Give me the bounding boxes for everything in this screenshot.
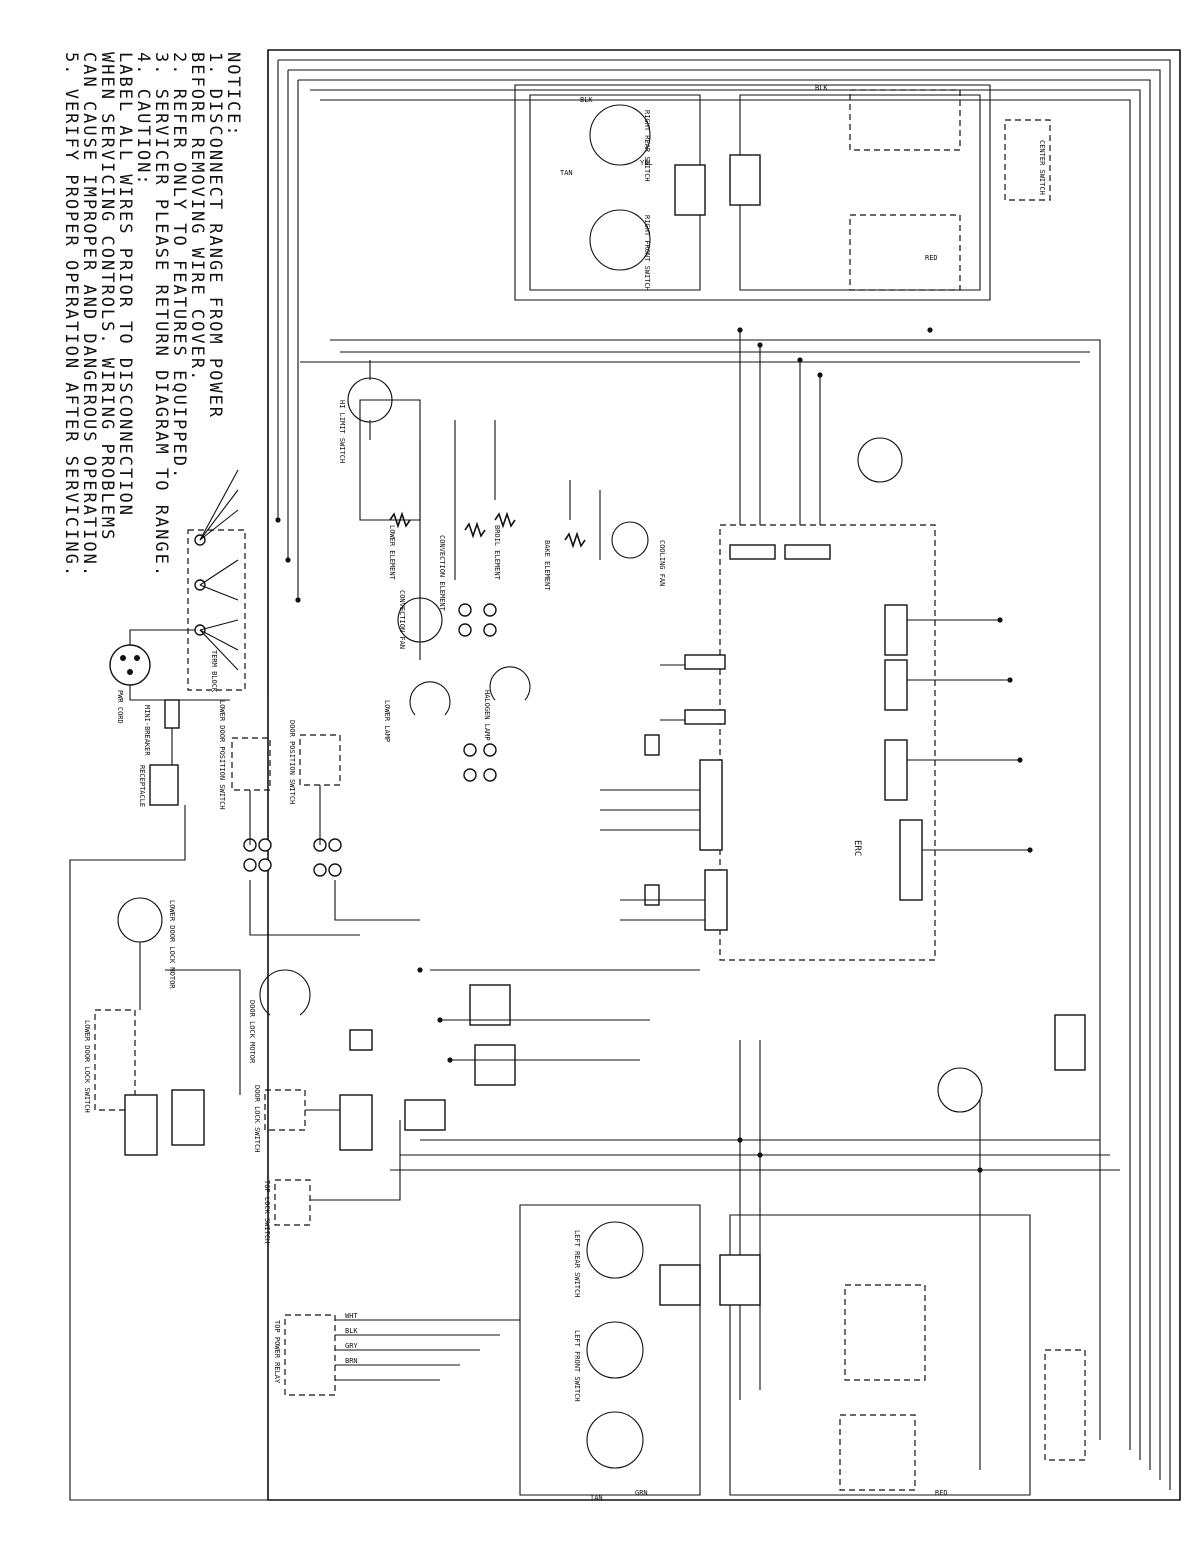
lh-rear-label: LEFT REAR SWITCH bbox=[573, 1230, 581, 1297]
lower-lamp-label: LOWER LAMP bbox=[383, 700, 391, 742]
junction-dot bbox=[275, 517, 281, 523]
top-power-relay-label: TOP POWER RELAY bbox=[273, 1320, 281, 1384]
switch-dial bbox=[589, 104, 651, 166]
junction-dot bbox=[295, 597, 301, 603]
wire-label: RED bbox=[925, 254, 938, 262]
surface-switch-module-bottom: LEFT REAR SWITCH LEFT FRONT SWITCH TAN G… bbox=[273, 1204, 1086, 1502]
lower-door-position-switch bbox=[231, 737, 271, 791]
notice-line: CAN CAUSE IMPROPER AND DANGEROUS OPERATI… bbox=[79, 52, 99, 578]
harness-connectors bbox=[390, 969, 1120, 1470]
junction-nodes bbox=[275, 327, 1033, 1173]
wire-label: TAN bbox=[590, 1494, 603, 1502]
notice-block: NOTICE: 1. DISCONNECT RANGE FROM POWER B… bbox=[61, 52, 243, 578]
center-switch-label: CENTER SWITCH bbox=[1038, 140, 1046, 195]
halogen-lamp-label: HALOGEN LAMP bbox=[483, 690, 491, 741]
junction-dot bbox=[997, 617, 1003, 623]
lower-door-lock-motor bbox=[117, 897, 163, 943]
surface-switch-module-top: RIGHT REAR SWITCH RIGHT FRONT SWITCH CEN… bbox=[514, 84, 1051, 301]
junction-dot bbox=[757, 342, 763, 348]
top-lock-switch bbox=[274, 1179, 311, 1226]
receptacle bbox=[149, 764, 179, 806]
convection-fan-label: CONVECTION FAN bbox=[398, 590, 406, 649]
lower-lock-switch-label: LOWER DOOR LOCK SWITCH bbox=[83, 1020, 91, 1113]
convection-element-label: CONVECTION ELEMENT bbox=[438, 535, 446, 612]
notice-title: NOTICE: bbox=[223, 52, 243, 138]
door-locks: LOWER DOOR LOCK MOTOR LOWER DOOR LOCK SW… bbox=[83, 897, 401, 1243]
junction-dot bbox=[1017, 757, 1023, 763]
junction-dot bbox=[927, 327, 933, 333]
mini-breaker bbox=[164, 699, 180, 729]
wire-label: WHT bbox=[345, 1312, 358, 1320]
rh-front-label: RIGHT FRONT SWITCH bbox=[643, 215, 651, 291]
wire-label: TAN bbox=[560, 169, 573, 177]
wire-label: BLK bbox=[345, 1327, 358, 1335]
hi-limit-label: HI LIMIT SWITCH bbox=[338, 400, 346, 463]
notice-line: 3. SERVICER PLEASE RETURN DIAGRAM TO RAN… bbox=[151, 52, 171, 578]
electronic-control-board: ERC bbox=[600, 330, 1030, 961]
lower-element-label: LOWER ELEMENT bbox=[388, 525, 396, 581]
junction-dot bbox=[737, 1137, 743, 1143]
connector-block bbox=[729, 154, 761, 206]
cooling-fan bbox=[611, 521, 649, 559]
broil-element-label: BROIL ELEMENT bbox=[493, 525, 501, 581]
oven-elements: HI LIMIT SWITCH LOWER ELEMENT CONVECTION… bbox=[338, 360, 903, 660]
junction-dot bbox=[737, 327, 743, 333]
notice-line: 2. REFER ONLY TO FEATURES EQUIPPED. bbox=[169, 52, 189, 480]
junction-dot bbox=[817, 372, 823, 378]
lower-lock-motor-label: LOWER DOOR LOCK MOTOR bbox=[168, 900, 176, 989]
wire-label: BRN bbox=[345, 1357, 358, 1365]
junction-dot bbox=[417, 967, 423, 973]
door-lock-switch bbox=[264, 1089, 306, 1131]
lh-front-label: LEFT FRONT SWITCH bbox=[573, 1330, 581, 1402]
oven-lamp bbox=[937, 1067, 983, 1113]
junction-dot bbox=[437, 1017, 443, 1023]
wire-label: RED bbox=[935, 1489, 948, 1497]
lower-door-position-label: LOWER DOOR POSITION SWITCH bbox=[218, 700, 226, 810]
top-lock-switch-label: TOP LOCK SWITCH bbox=[263, 1180, 271, 1243]
center-switch-box bbox=[1004, 119, 1051, 201]
cooling-fan-label: COOLING FAN bbox=[658, 540, 666, 586]
control-board-label: ERC bbox=[852, 840, 862, 856]
top-power-relay bbox=[284, 1314, 336, 1396]
term-block-label: TERM BLOCK bbox=[210, 650, 218, 693]
wire-label: BLK bbox=[580, 96, 593, 104]
junction-dot bbox=[1027, 847, 1033, 853]
notice-line: BEFORE REMOVING WIRE COVER. bbox=[187, 52, 207, 382]
notice-line: 4. CAUTION: bbox=[133, 52, 153, 187]
notice-line: LABEL ALL WIRES PRIOR TO DISCONNECTION bbox=[115, 52, 135, 517]
junction-dot bbox=[757, 1152, 763, 1158]
lamps-and-door-switches: LOWER LAMP HALOGEN LAMP LOWER DOOR POSIT… bbox=[218, 666, 531, 936]
door-position-switch bbox=[299, 734, 341, 786]
door-lock-motor-label: DOOR LOCK MOTOR bbox=[248, 1000, 256, 1064]
bake-element-label: BAKE ELEMENT bbox=[543, 540, 551, 591]
notice-line: 5. VERIFY PROPER OPERATION AFTER SERVICI… bbox=[61, 52, 81, 578]
receptacle-label: RECEPTACLE bbox=[138, 765, 146, 807]
junction-dot bbox=[977, 1167, 983, 1173]
power-input: PWR CORD TERM BLOCK MINI-BREAKER RECEPTA… bbox=[69, 469, 268, 1501]
wire-label: GRY bbox=[345, 1342, 358, 1350]
wire-label: YEL bbox=[640, 159, 653, 167]
wire-label: GRN bbox=[635, 1489, 648, 1497]
junction-dot bbox=[447, 1057, 453, 1063]
notice-line: WHEN SERVICING CONTROLS. WIRING PROBLEMS bbox=[97, 52, 117, 541]
pwr-cord-label: PWR CORD bbox=[116, 690, 124, 724]
connector-block bbox=[674, 164, 706, 216]
door-position-label: DOOR POSITION SWITCH bbox=[288, 720, 296, 804]
switch-dial bbox=[589, 209, 651, 271]
wire-label: BLK bbox=[815, 84, 828, 92]
lamp-socket bbox=[857, 437, 903, 483]
junction-dot bbox=[797, 357, 803, 363]
door-lock-switch-label: DOOR LOCK SWITCH bbox=[253, 1085, 261, 1152]
junction-dot bbox=[1007, 677, 1013, 683]
notice-line: 1. DISCONNECT RANGE FROM POWER bbox=[205, 52, 225, 419]
rh-rear-label: RIGHT REAR SWITCH bbox=[643, 110, 651, 182]
outer-bus-wires bbox=[267, 49, 1181, 1501]
junction-dot bbox=[285, 557, 291, 563]
pwr-cord-plug bbox=[109, 644, 151, 686]
mini-breaker-label: MINI-BREAKER bbox=[143, 705, 151, 756]
